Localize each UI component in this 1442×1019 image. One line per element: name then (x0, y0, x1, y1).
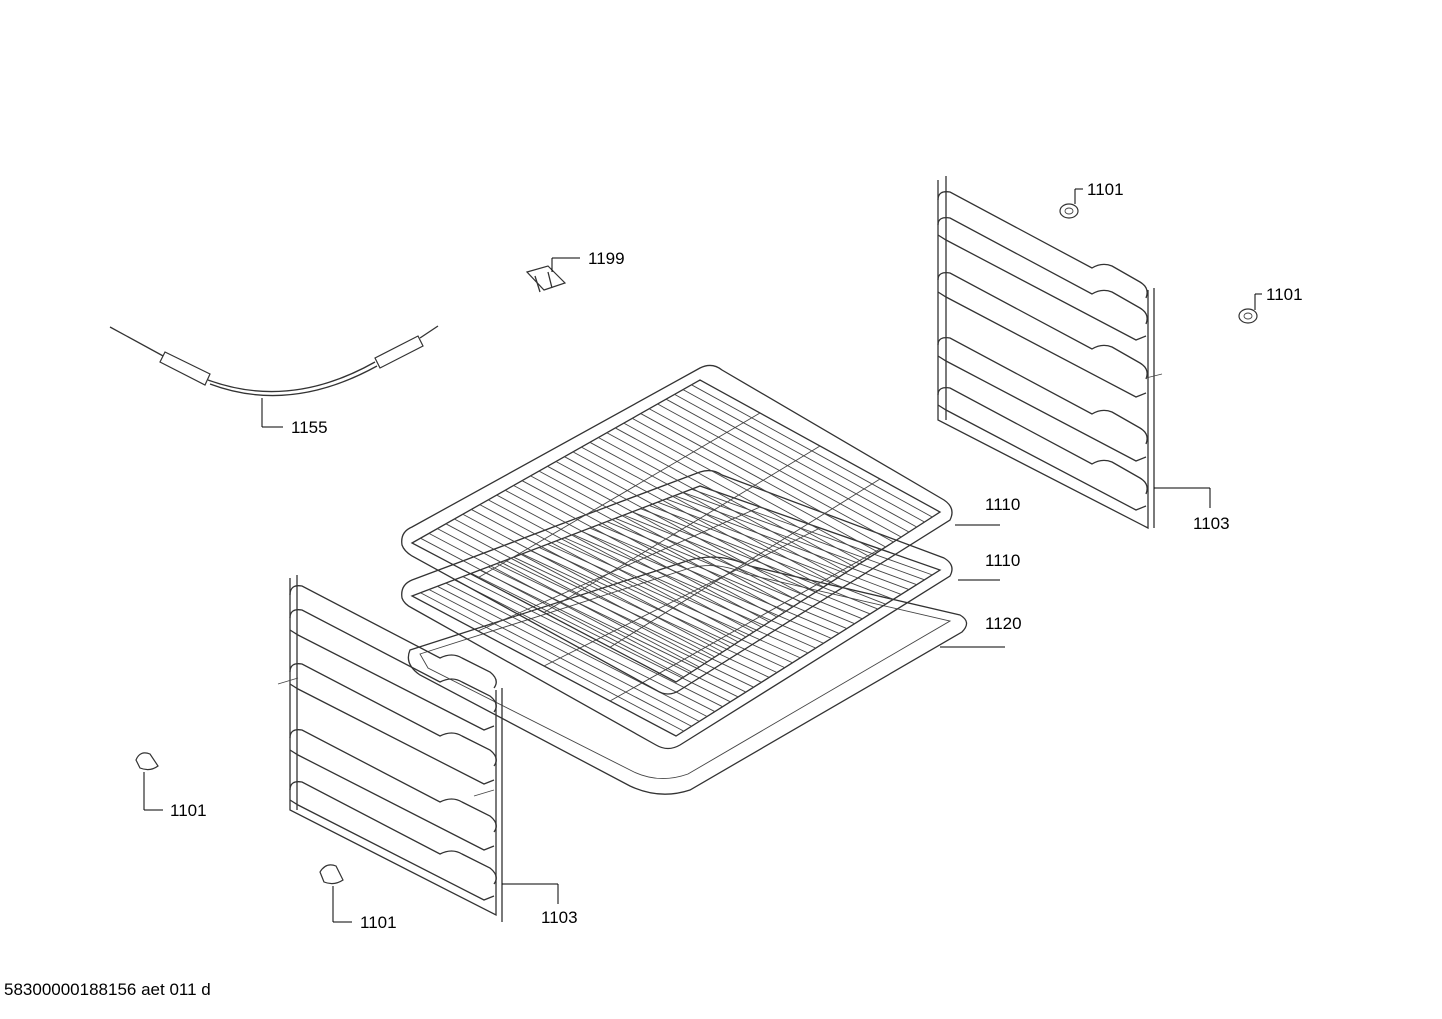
callout-1103-right: 1103 (1193, 514, 1230, 533)
baking-tray-1120[interactable] (407, 556, 1005, 795)
callout-1120: 1120 (985, 614, 1022, 633)
callout-1110-lower: 1110 (985, 551, 1020, 570)
fastener-1101-top[interactable] (1059, 188, 1083, 219)
callout-1110-upper: 1110 (985, 495, 1020, 514)
fastener-1101-right[interactable] (1238, 293, 1262, 324)
side-rail-1103-left[interactable] (277, 575, 559, 922)
callout-1101-top: 1101 (1087, 180, 1124, 199)
side-rail-1103-right[interactable] (937, 176, 1211, 530)
shelf-crossbar (609, 478, 881, 648)
wire-shelf-1110-lower[interactable] (401, 469, 1000, 750)
shelf-crossbar (543, 445, 821, 613)
fastener-1101-left[interactable] (135, 752, 163, 811)
callout-1101-left: 1101 (170, 801, 207, 820)
callout-1155: 1155 (291, 418, 328, 437)
callout-1199: 1199 (588, 249, 625, 268)
shelf-crossbar (609, 548, 881, 702)
shelf-crossbar (477, 412, 761, 579)
fastener-1101-bottom[interactable] (319, 864, 352, 923)
callout-1101-right: 1101 (1266, 285, 1303, 304)
shelf-crossbar (543, 527, 821, 667)
callout-1101-bottom: 1101 (360, 913, 397, 932)
callout-1103-left: 1103 (541, 908, 578, 927)
temperature-probe-1155[interactable] (109, 325, 439, 428)
clip-1199[interactable] (525, 257, 580, 293)
wire-shelf-1110-upper[interactable] (401, 364, 1000, 695)
document-id-footer: 58300000188156 aet 011 d (4, 980, 211, 999)
